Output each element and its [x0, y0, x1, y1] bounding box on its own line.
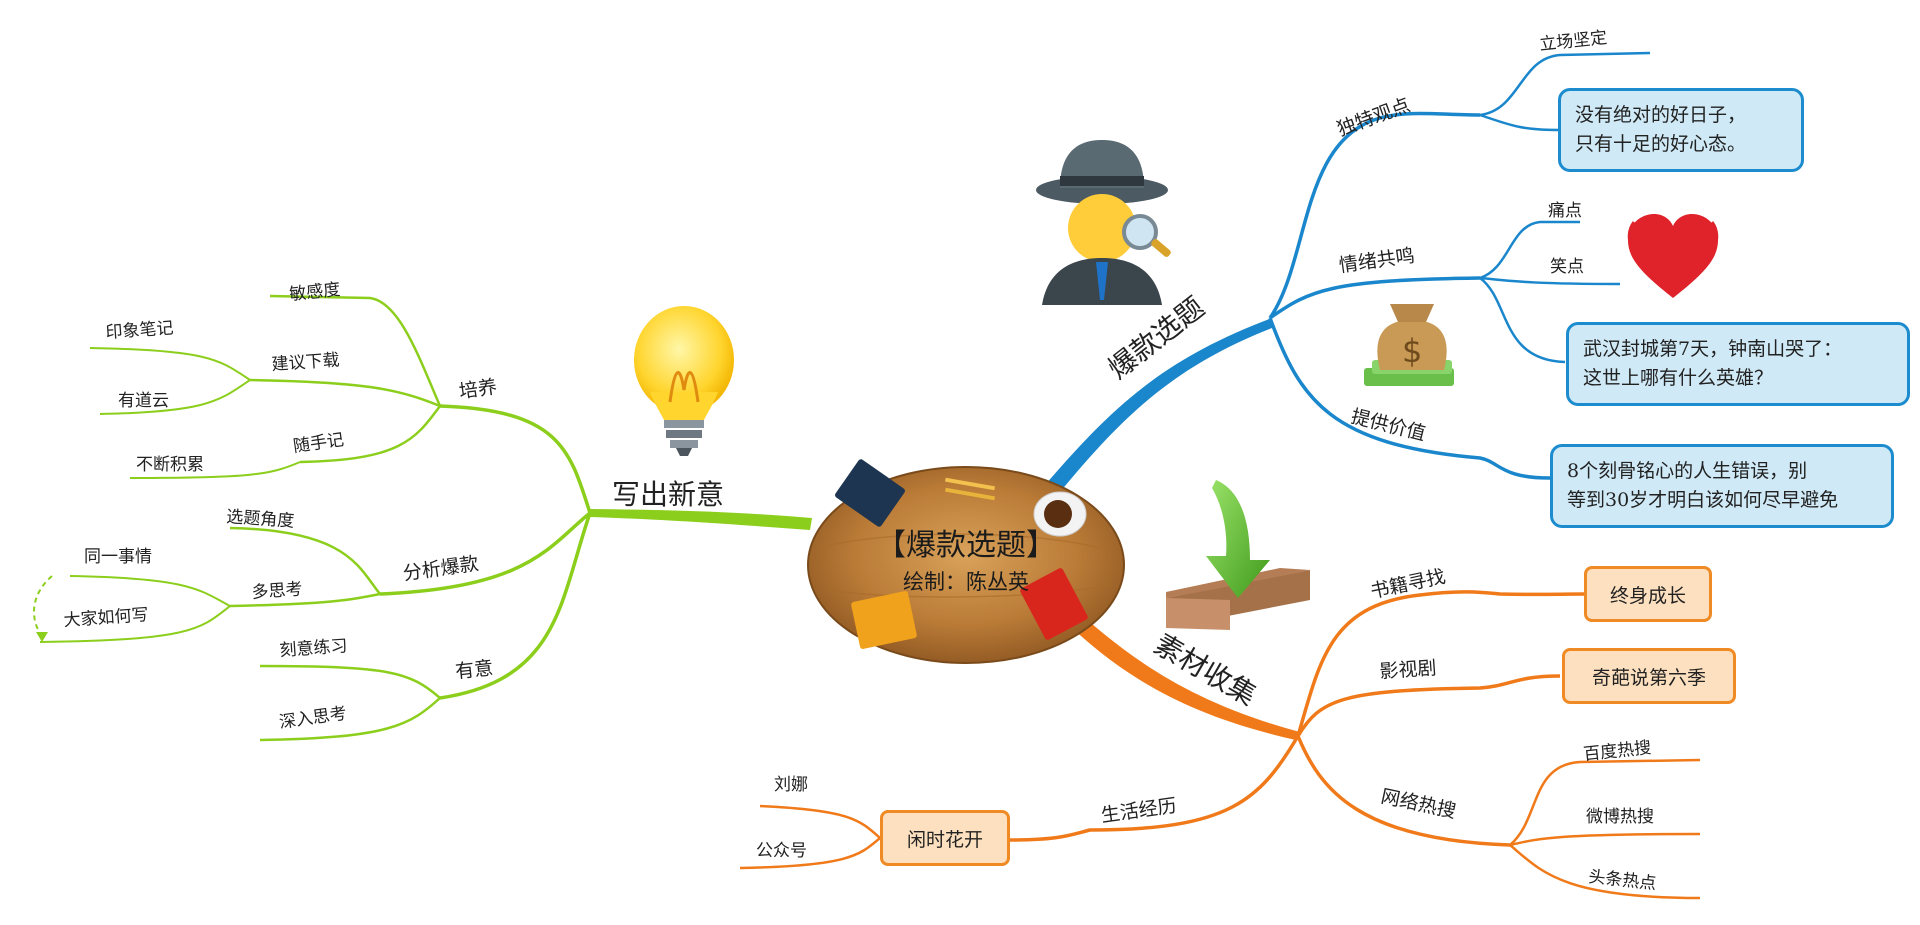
inbox-tray-icon [1166, 480, 1310, 630]
node-suggest-download: 建议下载 [271, 350, 340, 375]
node-weibo: 微博热搜 [1586, 807, 1654, 827]
node-emotion: 情绪共鸣 [1338, 245, 1416, 277]
box-xianshi-huakai: 闲时花开 [880, 810, 1010, 866]
node-same-thing: 同一事情 [84, 547, 152, 567]
node-official-account: 公众号 [756, 841, 807, 861]
box-life-mistakes-line-2: 等到30岁才明白该如何尽早避免 [1567, 489, 1839, 511]
node-evernote: 印象笔记 [105, 318, 174, 343]
light-bulb-icon [634, 306, 734, 456]
desk-icon [807, 459, 1125, 664]
box-wuhan: 武汉封城第7天，钟南山哭了： 这世上哪有什么英雄？ [1566, 322, 1910, 406]
box-life-mistakes: 8个刻骨铭心的人生错误，别 等到30岁才明白该如何尽早避免 [1550, 444, 1894, 528]
svg-text:$: $ [1402, 332, 1422, 370]
box-good-mood: 没有绝对的好日子， 只有十足的好心态。 [1558, 88, 1804, 172]
branch-new-ideas [32, 294, 812, 742]
node-unique-view: 独特观点 [1334, 94, 1413, 141]
node-pain-point: 痛点 [1548, 201, 1582, 221]
box-qipashuo: 奇葩说第六季 [1562, 648, 1736, 704]
node-life: 生活经历 [1100, 795, 1178, 827]
money-bag-icon: $ [1364, 304, 1454, 386]
box-wuhan-line-2: 这世上哪有什么英雄？ [1583, 367, 1774, 389]
node-film: 影视剧 [1379, 657, 1437, 683]
node-topic-angle: 选题角度 [226, 507, 295, 532]
box-lifelong-growth: 终身成长 [1584, 566, 1712, 622]
center-subtitle: 绘制：陈丛英 [903, 570, 1029, 594]
node-analyze: 分析爆款 [402, 553, 480, 585]
box-good-mood-line-1: 没有绝对的好日子， [1575, 104, 1747, 126]
node-deep-thinking: 深入思考 [278, 704, 348, 733]
detective-icon [1036, 140, 1171, 305]
node-liuna: 刘娜 [774, 775, 808, 795]
center-title: 【爆款选题】 [876, 528, 1056, 563]
node-stand-firm: 立场坚定 [1538, 28, 1608, 55]
box-good-mood-line-2: 只有十足的好心态。 [1575, 133, 1747, 155]
node-value: 提供价值 [1349, 406, 1428, 446]
branch-hot-topic [1045, 51, 1651, 492]
node-quick-note: 随手记 [292, 430, 345, 457]
box-wuhan-line-1: 武汉封城第7天，钟南山哭了： [1583, 338, 1843, 360]
node-intent: 有意 [454, 657, 494, 683]
node-how-others-write: 大家如何写 [63, 605, 149, 631]
node-think-more: 多思考 [251, 579, 303, 603]
node-youdao: 有道云 [118, 391, 169, 411]
box-life-mistakes-line-1: 8个刻骨铭心的人生错误，别 [1567, 460, 1808, 482]
node-accumulate: 不断积累 [136, 455, 204, 475]
node-laugh-point: 笑点 [1550, 257, 1584, 277]
node-sensitivity: 敏感度 [288, 280, 341, 305]
heart-icon [1627, 214, 1719, 298]
node-cultivate: 培养 [458, 376, 499, 403]
node-deliberate-practice: 刻意练习 [279, 636, 348, 661]
node-web: 网络热搜 [1379, 785, 1458, 822]
branch-label-new-ideas: 写出新意 [612, 478, 724, 511]
